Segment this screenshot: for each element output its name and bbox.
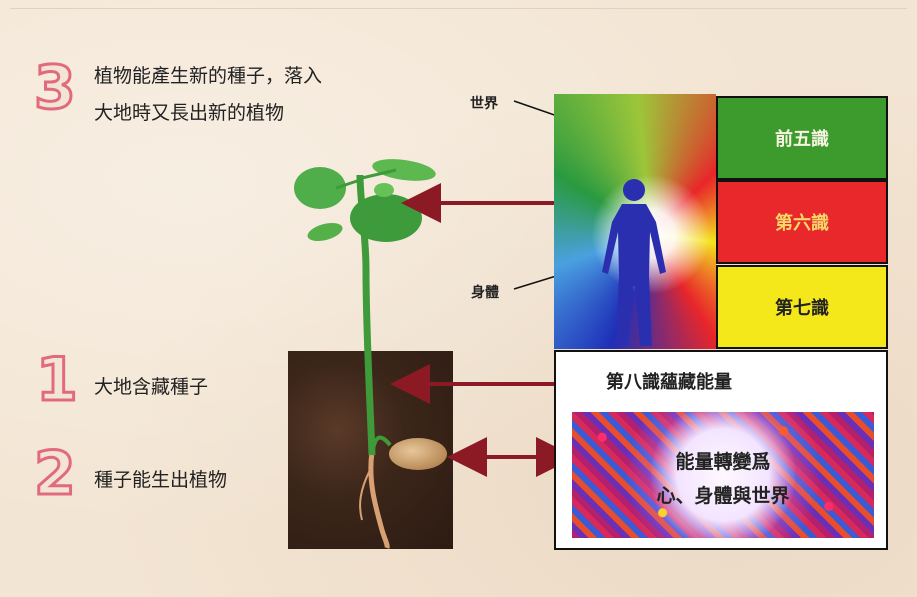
world-label: 世界 bbox=[470, 96, 498, 112]
step-2-text: 種子能生出植物 bbox=[94, 469, 228, 491]
step-3-number: 3 bbox=[33, 53, 78, 123]
step-3-line1: 植物能產生新的種子，落入 bbox=[94, 65, 323, 87]
transform-line2: 心、身體與世界 bbox=[656, 485, 790, 507]
step-1-number: 1 bbox=[35, 345, 80, 415]
sixth-consciousness-box: 第六識 bbox=[716, 180, 888, 264]
step-1-text: 大地含藏種子 bbox=[94, 376, 209, 398]
energy-transform-text: 能量轉變爲 心、身體與世界 bbox=[572, 445, 874, 513]
step-2-number: 2 bbox=[33, 439, 78, 509]
seed-image bbox=[389, 438, 447, 470]
sixth-label: 第六識 bbox=[775, 213, 829, 234]
first-five-label: 前五識 bbox=[775, 129, 829, 150]
human-figure bbox=[602, 179, 666, 346]
seventh-label: 第七識 bbox=[775, 298, 829, 319]
flower-energy-image bbox=[572, 412, 874, 538]
transform-line1: 能量轉變爲 bbox=[675, 451, 771, 473]
eighth-consciousness-label: 第八識蘊藏能量 bbox=[606, 372, 732, 393]
first-five-consciousness-box: 前五識 bbox=[716, 96, 888, 180]
page-frame bbox=[10, 8, 907, 590]
seventh-consciousness-box: 第七識 bbox=[716, 265, 888, 349]
body-label: 身體 bbox=[471, 285, 499, 301]
step-3-line2: 大地時又長出新的植物 bbox=[94, 102, 285, 124]
